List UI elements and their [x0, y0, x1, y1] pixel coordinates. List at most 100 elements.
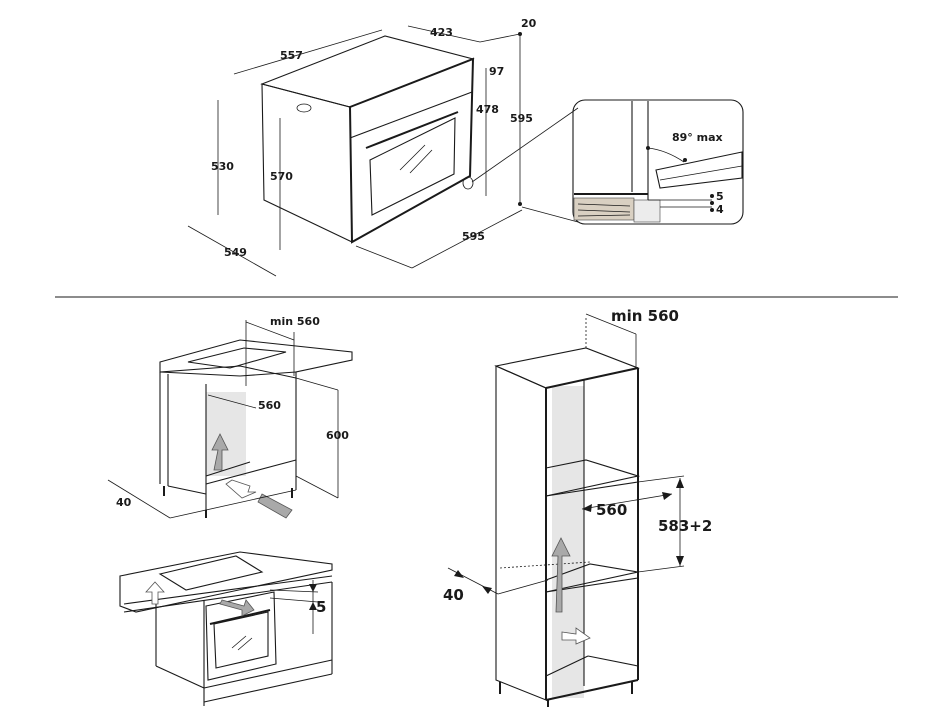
angle-dot — [646, 146, 650, 150]
airflow-arrow-light — [225, 479, 257, 499]
angle-dot — [683, 158, 687, 162]
airflow-up-arrow — [211, 433, 229, 471]
detail-gap-a: 5 — [716, 190, 724, 203]
oven-front-face — [348, 57, 475, 244]
detail-angle-label: 89° max — [672, 131, 723, 144]
dim-ext — [497, 579, 549, 595]
hob-top — [158, 555, 264, 591]
detail-shelf-edge — [633, 199, 661, 223]
airflow-up-arrow — [145, 581, 165, 605]
column-min-width: min 560 — [611, 307, 679, 325]
angle-arc — [647, 147, 685, 163]
dim-ext — [637, 475, 685, 483]
dim-ext — [269, 597, 319, 603]
detail-door-line — [659, 165, 743, 181]
column-side — [495, 365, 547, 701]
hob-cutout — [187, 347, 287, 369]
dim-depth-top: 423 — [430, 26, 453, 39]
worktop-front — [123, 575, 333, 605]
column-floor — [587, 655, 639, 667]
niche-floor-side — [167, 485, 207, 495]
control-panel-line — [349, 91, 473, 139]
dim-arrowhead — [482, 586, 492, 594]
glass-reflection — [237, 637, 253, 651]
airflow-out-arrow — [219, 599, 255, 617]
wood-grain — [577, 203, 631, 207]
detail-open-door — [655, 151, 743, 189]
dim-panel-height: 97 — [489, 65, 504, 78]
column-shelf-upper — [545, 459, 641, 497]
gap-dot — [710, 208, 714, 212]
gap-dot — [710, 194, 714, 198]
cabinet-edge — [155, 665, 205, 689]
wood-grain — [577, 209, 631, 213]
niche-back-depth: 40 — [116, 496, 132, 509]
dim-arrowhead — [454, 570, 464, 578]
column-back-depth: 40 — [443, 586, 464, 604]
dim-body-height: 570 — [270, 170, 293, 183]
dim-line-595-bottom — [411, 209, 523, 269]
column-front-bottom — [545, 679, 639, 701]
niche-inner-width: 560 — [258, 399, 281, 412]
dim-width-top: 557 — [280, 49, 303, 62]
under-counter-niche: min 560 560 600 40 — [107, 315, 353, 519]
dim-arrowhead — [676, 556, 684, 566]
dim-line-40 — [107, 479, 171, 519]
oven-side-face — [261, 83, 353, 243]
glass-reflection — [399, 144, 426, 171]
airflow-in-arrow — [257, 493, 293, 519]
dim-depth-bottom: 549 — [224, 246, 247, 259]
dim-dot — [518, 32, 522, 36]
installed-oven-front — [205, 591, 277, 681]
counter-edge — [239, 371, 297, 377]
dim-arrowhead — [309, 584, 317, 592]
dim-arrowhead — [309, 602, 317, 610]
niche-height: 600 — [326, 429, 349, 442]
glass-reflection — [409, 149, 433, 174]
dim-total-height: 595 — [510, 112, 533, 125]
dim-width-bottom: 595 — [462, 230, 485, 243]
dim-line-min560 — [245, 321, 295, 341]
niche-back-shade — [206, 392, 246, 476]
dim-ext — [295, 377, 339, 391]
column-back-shade — [552, 386, 584, 698]
cabinet-base — [203, 659, 333, 689]
dim-line-595-bottom — [355, 245, 413, 269]
dim-ext — [295, 475, 339, 499]
detail-leader — [521, 206, 579, 223]
oven-door-handle — [365, 111, 459, 149]
dim-line-423 — [407, 25, 481, 43]
dim-side-height: 530 — [211, 160, 234, 173]
worktop-front — [123, 581, 333, 613]
column-floor — [545, 655, 589, 677]
dim-arrowhead — [582, 504, 592, 512]
cabinet-base — [203, 673, 333, 703]
detail-gap-b: 4 — [716, 203, 724, 216]
installed-oven-window — [213, 611, 269, 669]
mounting-hole — [296, 103, 312, 113]
dim-ext — [169, 489, 297, 519]
column-inner-width: 560 — [596, 501, 627, 519]
dim-ext — [269, 589, 319, 593]
glass-reflection — [231, 635, 247, 649]
countertop — [159, 339, 353, 379]
dim-line-557 — [233, 29, 383, 75]
worktop — [119, 551, 333, 613]
column-top — [494, 347, 640, 389]
detail-shelf — [573, 197, 635, 221]
detail-leader — [471, 107, 579, 183]
mounting-hole — [462, 176, 474, 190]
dim-line-560 — [581, 493, 673, 510]
wood-grain — [577, 214, 631, 217]
oven-door-window — [369, 117, 456, 216]
gap-dot — [710, 201, 714, 205]
dim-line-min560 — [585, 313, 637, 335]
dim-line-560 — [207, 394, 257, 409]
column-dotted-guide — [499, 561, 591, 569]
dim-door-height: 478 — [476, 103, 499, 116]
hinge-detail: 89° max 5 4 — [572, 99, 744, 225]
dim-dot — [518, 202, 522, 206]
airflow-up-arrow — [551, 537, 571, 613]
niche-floor-front — [205, 459, 297, 485]
